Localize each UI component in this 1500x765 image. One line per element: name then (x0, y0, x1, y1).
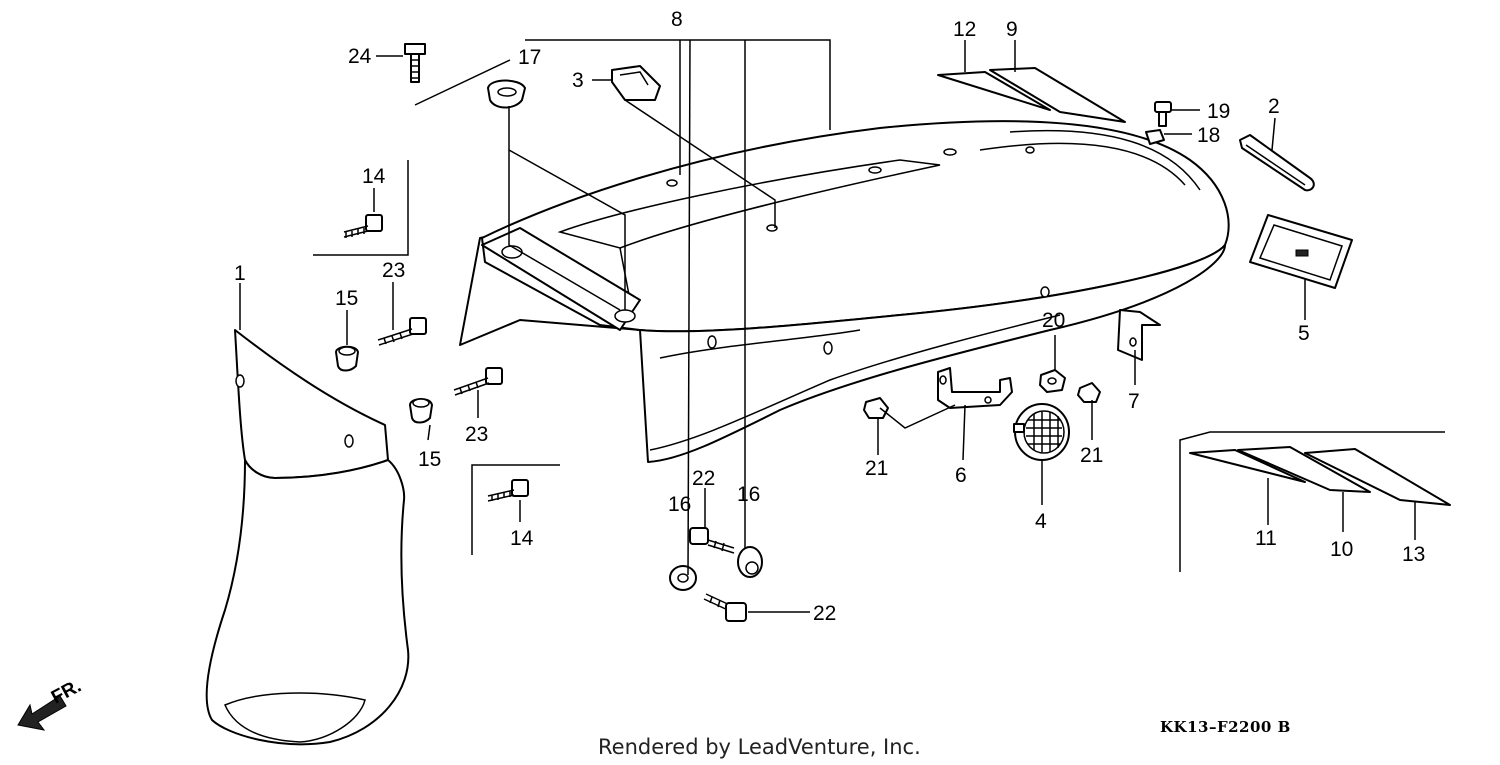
nut-21-left (863, 397, 889, 419)
bolt-14-lower (487, 479, 529, 502)
collar-16-right (737, 546, 763, 578)
callout-24: 24 (348, 45, 372, 68)
leader-lines (239, 39, 1416, 613)
mud-flap (205, 329, 410, 746)
stripe-10 (1237, 446, 1371, 493)
bolt-23-lower (453, 367, 503, 396)
callout-1: 1 (234, 262, 246, 285)
collar-15-upper (335, 345, 359, 372)
callout-8: 8 (671, 8, 683, 31)
callout-21b: 21 (1080, 444, 1103, 467)
bolt-22-upper (689, 527, 735, 554)
front-direction-arrow (17, 695, 67, 731)
bracket-7 (1117, 309, 1161, 361)
bracket-6 (937, 367, 1013, 409)
callout-22a: 22 (692, 467, 715, 490)
callout-2: 2 (1268, 95, 1280, 118)
callout-14a: 14 (362, 165, 386, 188)
reflector-5 (1249, 214, 1353, 289)
nut-20 (1039, 369, 1066, 393)
callout-3: 3 (572, 69, 584, 92)
callout-14b: 14 (510, 527, 534, 550)
nut-21-right (1077, 382, 1101, 403)
callout-16a: 16 (668, 493, 691, 516)
callout-6: 6 (955, 464, 967, 487)
callout-19: 19 (1207, 100, 1230, 123)
callout-20: 20 (1042, 309, 1065, 332)
decal-frame (1179, 431, 1445, 572)
collar-15-lower (409, 398, 433, 424)
nut-18 (1145, 129, 1165, 145)
callout-15a: 15 (335, 287, 358, 310)
callout-13: 13 (1402, 543, 1425, 566)
bolt-22-lower (703, 593, 747, 622)
washer-16-left (669, 565, 697, 591)
stripe-12 (937, 71, 1051, 111)
side-reflector-4 (1013, 403, 1070, 461)
bolt-19 (1154, 101, 1172, 127)
callout-9: 9 (1006, 18, 1018, 41)
diagram-code: KK13–F2200 B (1160, 718, 1291, 736)
stripe-11 (1189, 449, 1306, 483)
bolt-24 (404, 43, 426, 83)
bolt-23-upper (377, 317, 427, 346)
callout-5: 5 (1298, 322, 1310, 345)
callout-21a: 21 (865, 457, 888, 480)
callout-7: 7 (1128, 390, 1140, 413)
callout-23a: 23 (382, 259, 405, 282)
callout-11: 11 (1255, 527, 1277, 550)
clip-3 (611, 65, 661, 101)
callout-labels: 8 24 17 3 12 9 19 18 2 14 1 23 15 5 20 7… (234, 8, 1425, 625)
rubber-strip-2 (1239, 134, 1315, 192)
credit-text: Rendered by LeadVenture, Inc. (598, 735, 921, 759)
callout-10: 10 (1330, 538, 1353, 561)
rear-fender (459, 120, 1230, 463)
grommet-17 (487, 79, 526, 109)
stripe-13 (1304, 448, 1451, 506)
bolt-14-upper (343, 214, 383, 238)
callout-18: 18 (1197, 124, 1220, 147)
callout-12: 12 (953, 18, 976, 41)
callout-4: 4 (1035, 510, 1047, 533)
callout-23b: 23 (465, 423, 488, 446)
stripe-9 (989, 67, 1126, 123)
callout-16b: 16 (737, 483, 760, 506)
callout-15b: 15 (418, 448, 441, 471)
callout-17: 17 (518, 46, 541, 69)
callout-22b: 22 (813, 602, 836, 625)
